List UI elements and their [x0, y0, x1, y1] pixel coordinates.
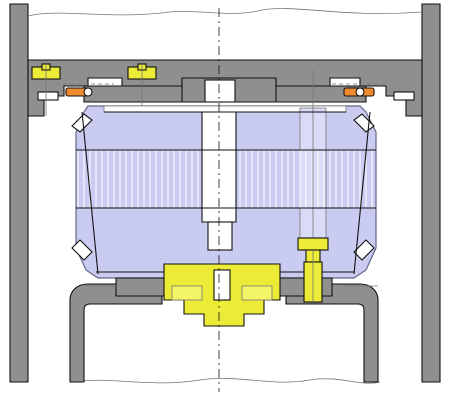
right-bolt-head [297, 237, 329, 251]
right-lower-guide [353, 239, 375, 261]
left-outer-wall [9, 3, 29, 383]
center-clamp-slot [213, 269, 231, 301]
right-outer-wall [421, 3, 441, 383]
rotor-center-hub [207, 221, 233, 251]
left-top-seal-slot [37, 91, 59, 101]
left-top-bolt [31, 63, 61, 116]
top-break-line-left [27, 8, 423, 17]
center-clamp [163, 263, 281, 327]
middle-top-bolt [127, 63, 157, 116]
center-clamp-left-lobe [171, 285, 203, 301]
bottom-break-line [71, 377, 381, 384]
side-guides [71, 111, 375, 275]
left-guide-rod [81, 111, 99, 275]
right-seal-pin [355, 87, 365, 97]
top-hub-window [204, 79, 236, 103]
right-top-seal-slot [393, 91, 415, 101]
left-seal-pin [83, 87, 93, 97]
top-seals [65, 87, 375, 97]
right-guide-rod [353, 111, 371, 275]
center-clamp-right-lobe [241, 285, 273, 301]
rotor-ribs [77, 150, 373, 208]
outer-housing [9, 3, 441, 384]
left-upper-guide [71, 113, 93, 133]
right-bolt [297, 237, 329, 303]
left-lower-guide [71, 239, 93, 261]
top-bolts [31, 63, 157, 116]
upper-plate [56, 77, 386, 103]
